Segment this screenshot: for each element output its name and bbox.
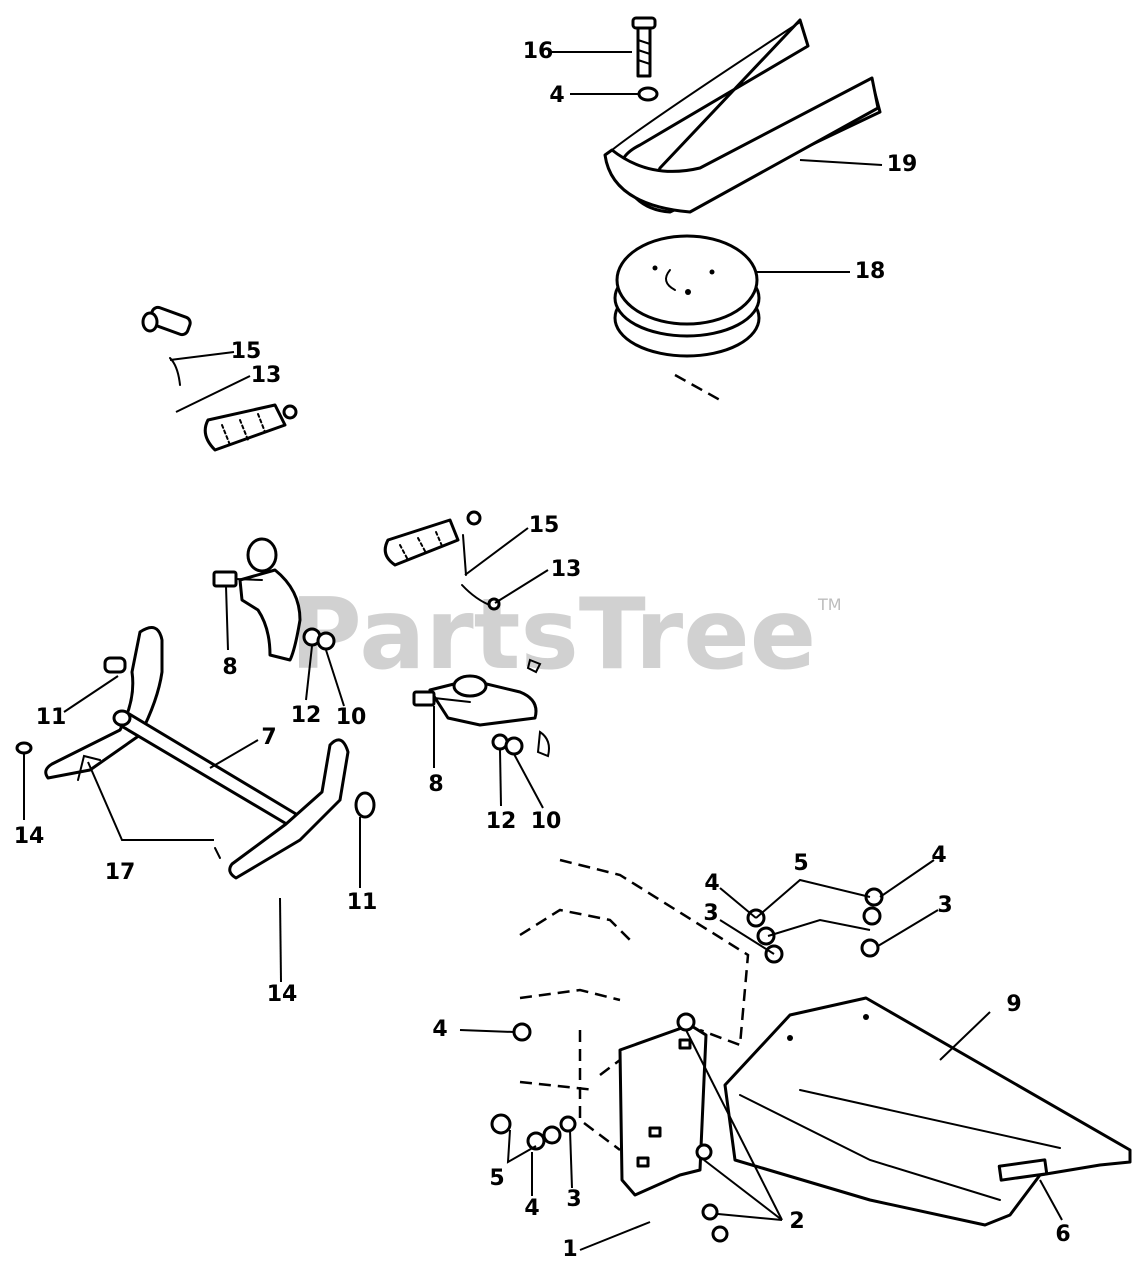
- callout-5-bottom: 5: [489, 1166, 504, 1191]
- callout-3-right-a: 3: [703, 901, 718, 926]
- callout-15-top: 15: [231, 339, 262, 364]
- callout-11-left: 11: [36, 705, 67, 730]
- callout-12-lower: 12: [486, 809, 517, 834]
- pin-assembly-top: [141, 305, 298, 452]
- callout-4-left: 4: [432, 1017, 447, 1042]
- callout-10-lower: 10: [531, 809, 562, 834]
- pulley-18: [613, 234, 761, 402]
- callout-4-top: 4: [549, 83, 564, 108]
- watermark: PartsTree: [290, 578, 816, 692]
- callout-11-right: 11: [347, 890, 378, 915]
- callout-5-top: 5: [793, 851, 808, 876]
- pin-assembly-middle: [383, 510, 501, 611]
- callout-14-left: 14: [14, 824, 45, 849]
- callout-17: 17: [105, 860, 136, 885]
- callout-3-bottom: 3: [566, 1187, 581, 1212]
- watermark-tm: TM: [817, 595, 842, 614]
- callout-16: 16: [523, 39, 554, 64]
- callout-1: 1: [562, 1237, 577, 1262]
- callout-9: 9: [1006, 992, 1021, 1017]
- callout-10-upper: 10: [336, 705, 367, 730]
- callout-3-right-b: 3: [937, 893, 952, 918]
- callout-7: 7: [261, 725, 276, 750]
- callout-4-right-b: 4: [931, 843, 946, 868]
- callout-4-bottom: 4: [524, 1196, 539, 1221]
- callout-4-right-a: 4: [704, 871, 719, 896]
- belt-19: [603, 18, 882, 214]
- bracket-1: [618, 1023, 729, 1243]
- callout-2: 2: [789, 1209, 804, 1234]
- frame-dashed: [519, 858, 750, 1151]
- link-arm-upper: [212, 537, 336, 662]
- callout-18: 18: [855, 259, 886, 284]
- callout-15-middle: 15: [529, 513, 560, 538]
- callout-13-top: 13: [251, 363, 282, 388]
- cover-9: [723, 996, 1132, 1227]
- callout-14-bottom: 14: [267, 982, 298, 1007]
- leader-lines: [23, 51, 1063, 1251]
- callout-6: 6: [1055, 1222, 1070, 1247]
- hardware-left: [490, 1022, 577, 1151]
- bolt-16: [631, 16, 657, 78]
- callout-12-upper: 12: [291, 703, 322, 728]
- callout-8-upper: 8: [222, 655, 237, 680]
- link-arm-lower: [412, 658, 550, 758]
- pivot-bar-7: [15, 626, 376, 880]
- callout-8-lower: 8: [428, 772, 443, 797]
- callout-19: 19: [887, 152, 918, 177]
- callout-13-middle: 13: [551, 557, 582, 582]
- lock-washer-4: [637, 86, 659, 102]
